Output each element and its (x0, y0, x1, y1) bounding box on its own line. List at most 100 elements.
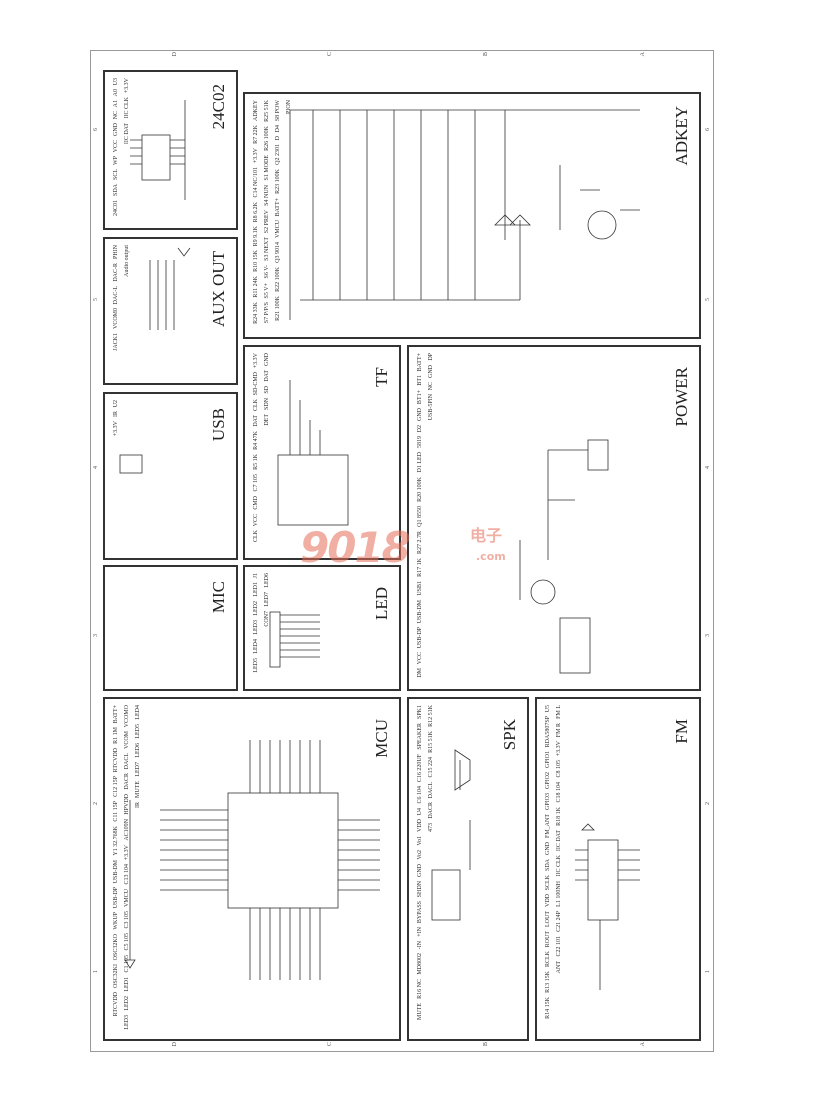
component-label: R14 15K (545, 997, 551, 1019)
component-label: C8 105 (556, 760, 562, 778)
component-label: ROUT (545, 931, 551, 948)
component-label: LED4 (135, 705, 141, 720)
component-label: R4 47K (253, 431, 259, 450)
component-label: USB-DM (417, 600, 423, 624)
component-label: USB1 (417, 581, 423, 596)
component-label: R1 1M (113, 727, 119, 744)
panel-title: FM (672, 719, 691, 744)
component-label: VCOM0 (113, 308, 119, 330)
component-label: R8 6.2K (253, 202, 259, 223)
component-label: LED5 (135, 724, 141, 739)
component-label: FM L (556, 705, 562, 719)
component-label: A0 (113, 89, 119, 97)
component-label: LED3 (253, 620, 259, 635)
component-label: MUTE (135, 781, 141, 798)
component-label: DACL (124, 753, 130, 770)
component-label: AC109N (124, 819, 130, 841)
component-label: R23 100K (275, 169, 281, 194)
component-label: Q3 9014 (275, 242, 281, 263)
component-label: USB-DM (113, 860, 119, 884)
component-label: OSC32KO (113, 934, 119, 961)
component-label: R25 51K (264, 100, 270, 122)
panel-title: MIC (209, 581, 228, 614)
component-label: NC (113, 111, 119, 120)
component-label: SCL (113, 169, 119, 181)
component-label: DET (264, 414, 270, 426)
component-label: C21 24P (556, 911, 562, 932)
component-label: GND (545, 842, 551, 855)
component-label: GND (264, 353, 270, 366)
component-label: Q1 8550 (417, 506, 423, 527)
component-label: R21 100K (275, 296, 281, 321)
sd-socket (277, 454, 349, 526)
component-label: C5 105 (124, 933, 130, 951)
panel-title: POWER (672, 367, 691, 427)
component-label: C15 224 (428, 757, 434, 778)
component-label: D1 LED (417, 452, 423, 473)
component-label: R18 1K (556, 807, 562, 826)
component-label: SDN (264, 398, 270, 411)
component-label: R16 NC (417, 979, 423, 999)
component-label: +IN (417, 927, 423, 937)
component-label: LED2 (124, 996, 130, 1011)
ic-24c02 (141, 134, 171, 181)
component-label: SD-CMD (253, 372, 259, 396)
component-label: DAC-R (113, 263, 119, 282)
component-label: VMCU (275, 220, 281, 239)
component-label: L1 100NH (556, 881, 562, 907)
component-label: R11 24K (253, 276, 259, 298)
component-label: S8 POW (275, 100, 281, 122)
component-label: PHIN (113, 245, 119, 260)
component-label: BYPASS (417, 901, 423, 924)
component-label: +3.3V (113, 421, 119, 437)
component-label: GND (417, 864, 423, 877)
component-label: HPVDD (124, 794, 130, 815)
component-label: R13 15K (545, 971, 551, 993)
component-label: BATT+ (113, 705, 119, 724)
component-label: C3 105 (124, 911, 130, 929)
component-label: R22 100K (275, 267, 281, 292)
component-label: GPIO1 (545, 751, 551, 769)
component-label: SPEAKER (417, 723, 423, 750)
component-label: FM_ANT (545, 814, 551, 839)
component-label: LED7 (135, 762, 141, 777)
component-label: LED3 (124, 1015, 130, 1030)
component-label: R12 51K (428, 705, 434, 727)
component-label: +3.3V (556, 741, 562, 757)
component-label: DACL (428, 782, 434, 799)
component-label: R7 22K (253, 125, 259, 144)
component-label: USB-5PIN (428, 394, 434, 421)
component-label: R5 1K (253, 454, 259, 470)
component-label: LED7 (264, 592, 270, 607)
panel-title: SPK (500, 719, 519, 751)
component-label: S2 PREV (264, 210, 270, 234)
component-label: S5 V+ (264, 283, 270, 299)
component-label: IR (113, 411, 119, 417)
component-label: VDD (417, 819, 423, 832)
mcu-chip (227, 792, 339, 909)
component-label: C16 220UF (417, 754, 423, 783)
component-label: Audio output (124, 245, 130, 277)
component-label: U3 (113, 78, 119, 86)
component-label: VCC (417, 652, 423, 665)
component-label: LED2 (253, 601, 259, 616)
panel-title: ADKEY (672, 106, 691, 166)
component-label: +3.3V (253, 148, 259, 164)
component-label: MD8002 (417, 953, 423, 975)
panel-title: MCU (372, 719, 391, 758)
component-label: S7 P/P/S (264, 302, 270, 324)
component-label: PION (286, 100, 292, 115)
component-label: IIC DAT (556, 830, 562, 852)
component-label: D4 (275, 125, 281, 133)
component-label: GPIO2 (545, 772, 551, 790)
component-label: DP (428, 353, 434, 361)
component-label: DAT (264, 370, 270, 382)
component-label: SHDN (417, 881, 423, 898)
component-label: OSC32KI (113, 964, 119, 989)
